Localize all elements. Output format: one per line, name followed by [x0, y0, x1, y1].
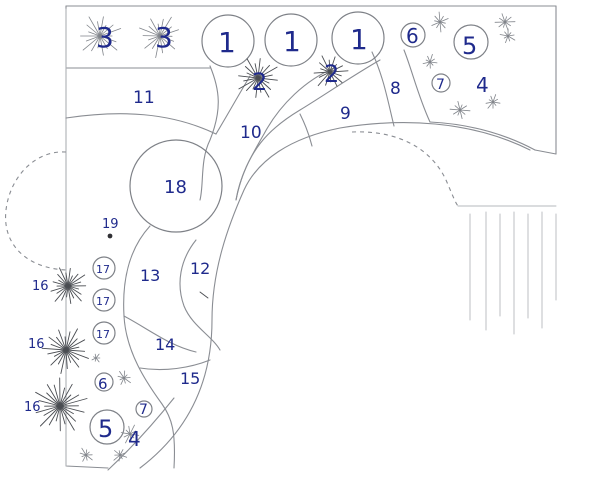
curved-beds [107, 49, 557, 471]
grass-clump [499, 28, 516, 43]
label-15: 15 [180, 369, 200, 388]
label-19: 19 [102, 217, 119, 232]
grass-clump [422, 54, 438, 69]
grass-clump [113, 449, 128, 462]
plant-circles [89, 11, 489, 445]
label-4b: 4 [128, 427, 141, 451]
label-7b: 7 [139, 402, 148, 418]
left-shrub-outline [5, 151, 67, 271]
label-10: 10 [240, 123, 262, 143]
grass-clump [485, 94, 501, 109]
grass-clumps [35, 11, 516, 462]
label-8: 8 [390, 79, 401, 99]
lawn-dashed-edge [351, 131, 459, 207]
label-7a: 7 [436, 77, 445, 93]
label-5b: 5 [98, 415, 113, 443]
label-2a: 2 [252, 68, 267, 96]
label-6a: 6 [406, 24, 419, 48]
label-3b: 3 [155, 21, 173, 54]
label-1a: 1 [218, 26, 236, 59]
plan-labels: 1 1 1 2 2 3 3 4 4 5 5 6 6 7 7 8 9 10 11 … [24, 21, 489, 451]
label-6b: 6 [98, 375, 108, 393]
grass-clump [41, 328, 89, 374]
label-9: 9 [340, 104, 351, 124]
grass-clump [139, 16, 179, 58]
label-17a: 17 [96, 263, 110, 276]
label-18: 18 [164, 177, 187, 198]
label-3a: 3 [96, 21, 114, 54]
grass-clump [35, 377, 88, 432]
label-12: 12 [190, 259, 210, 278]
label-11: 11 [133, 88, 155, 108]
grass-clump [313, 55, 349, 87]
label-4a: 4 [476, 73, 489, 97]
grass-clump [431, 11, 449, 33]
plan-boundary [65, 5, 557, 469]
label-2b: 2 [324, 60, 339, 88]
grass-clump [117, 370, 131, 385]
label-1b: 1 [283, 25, 301, 58]
label-16a: 16 [32, 279, 49, 294]
bed-11-edge [65, 113, 217, 135]
grass-clump [238, 58, 278, 98]
label-14: 14 [155, 335, 175, 354]
grass-clump [449, 101, 471, 119]
label-1c: 1 [350, 23, 368, 56]
label-16c: 16 [24, 400, 41, 415]
grass-clump [50, 267, 87, 304]
label-13: 13 [140, 266, 160, 285]
hatched-area [457, 205, 557, 335]
grass-clump [494, 13, 516, 31]
label-16b: 16 [28, 337, 45, 352]
grass-clump [91, 353, 101, 363]
grass-clump [79, 447, 93, 462]
label-17c: 17 [96, 328, 110, 341]
grass-clump [80, 16, 122, 56]
mark-12 [199, 291, 209, 299]
label-5a: 5 [462, 32, 477, 60]
label-17b: 17 [96, 295, 110, 308]
grass-clump [120, 424, 140, 444]
